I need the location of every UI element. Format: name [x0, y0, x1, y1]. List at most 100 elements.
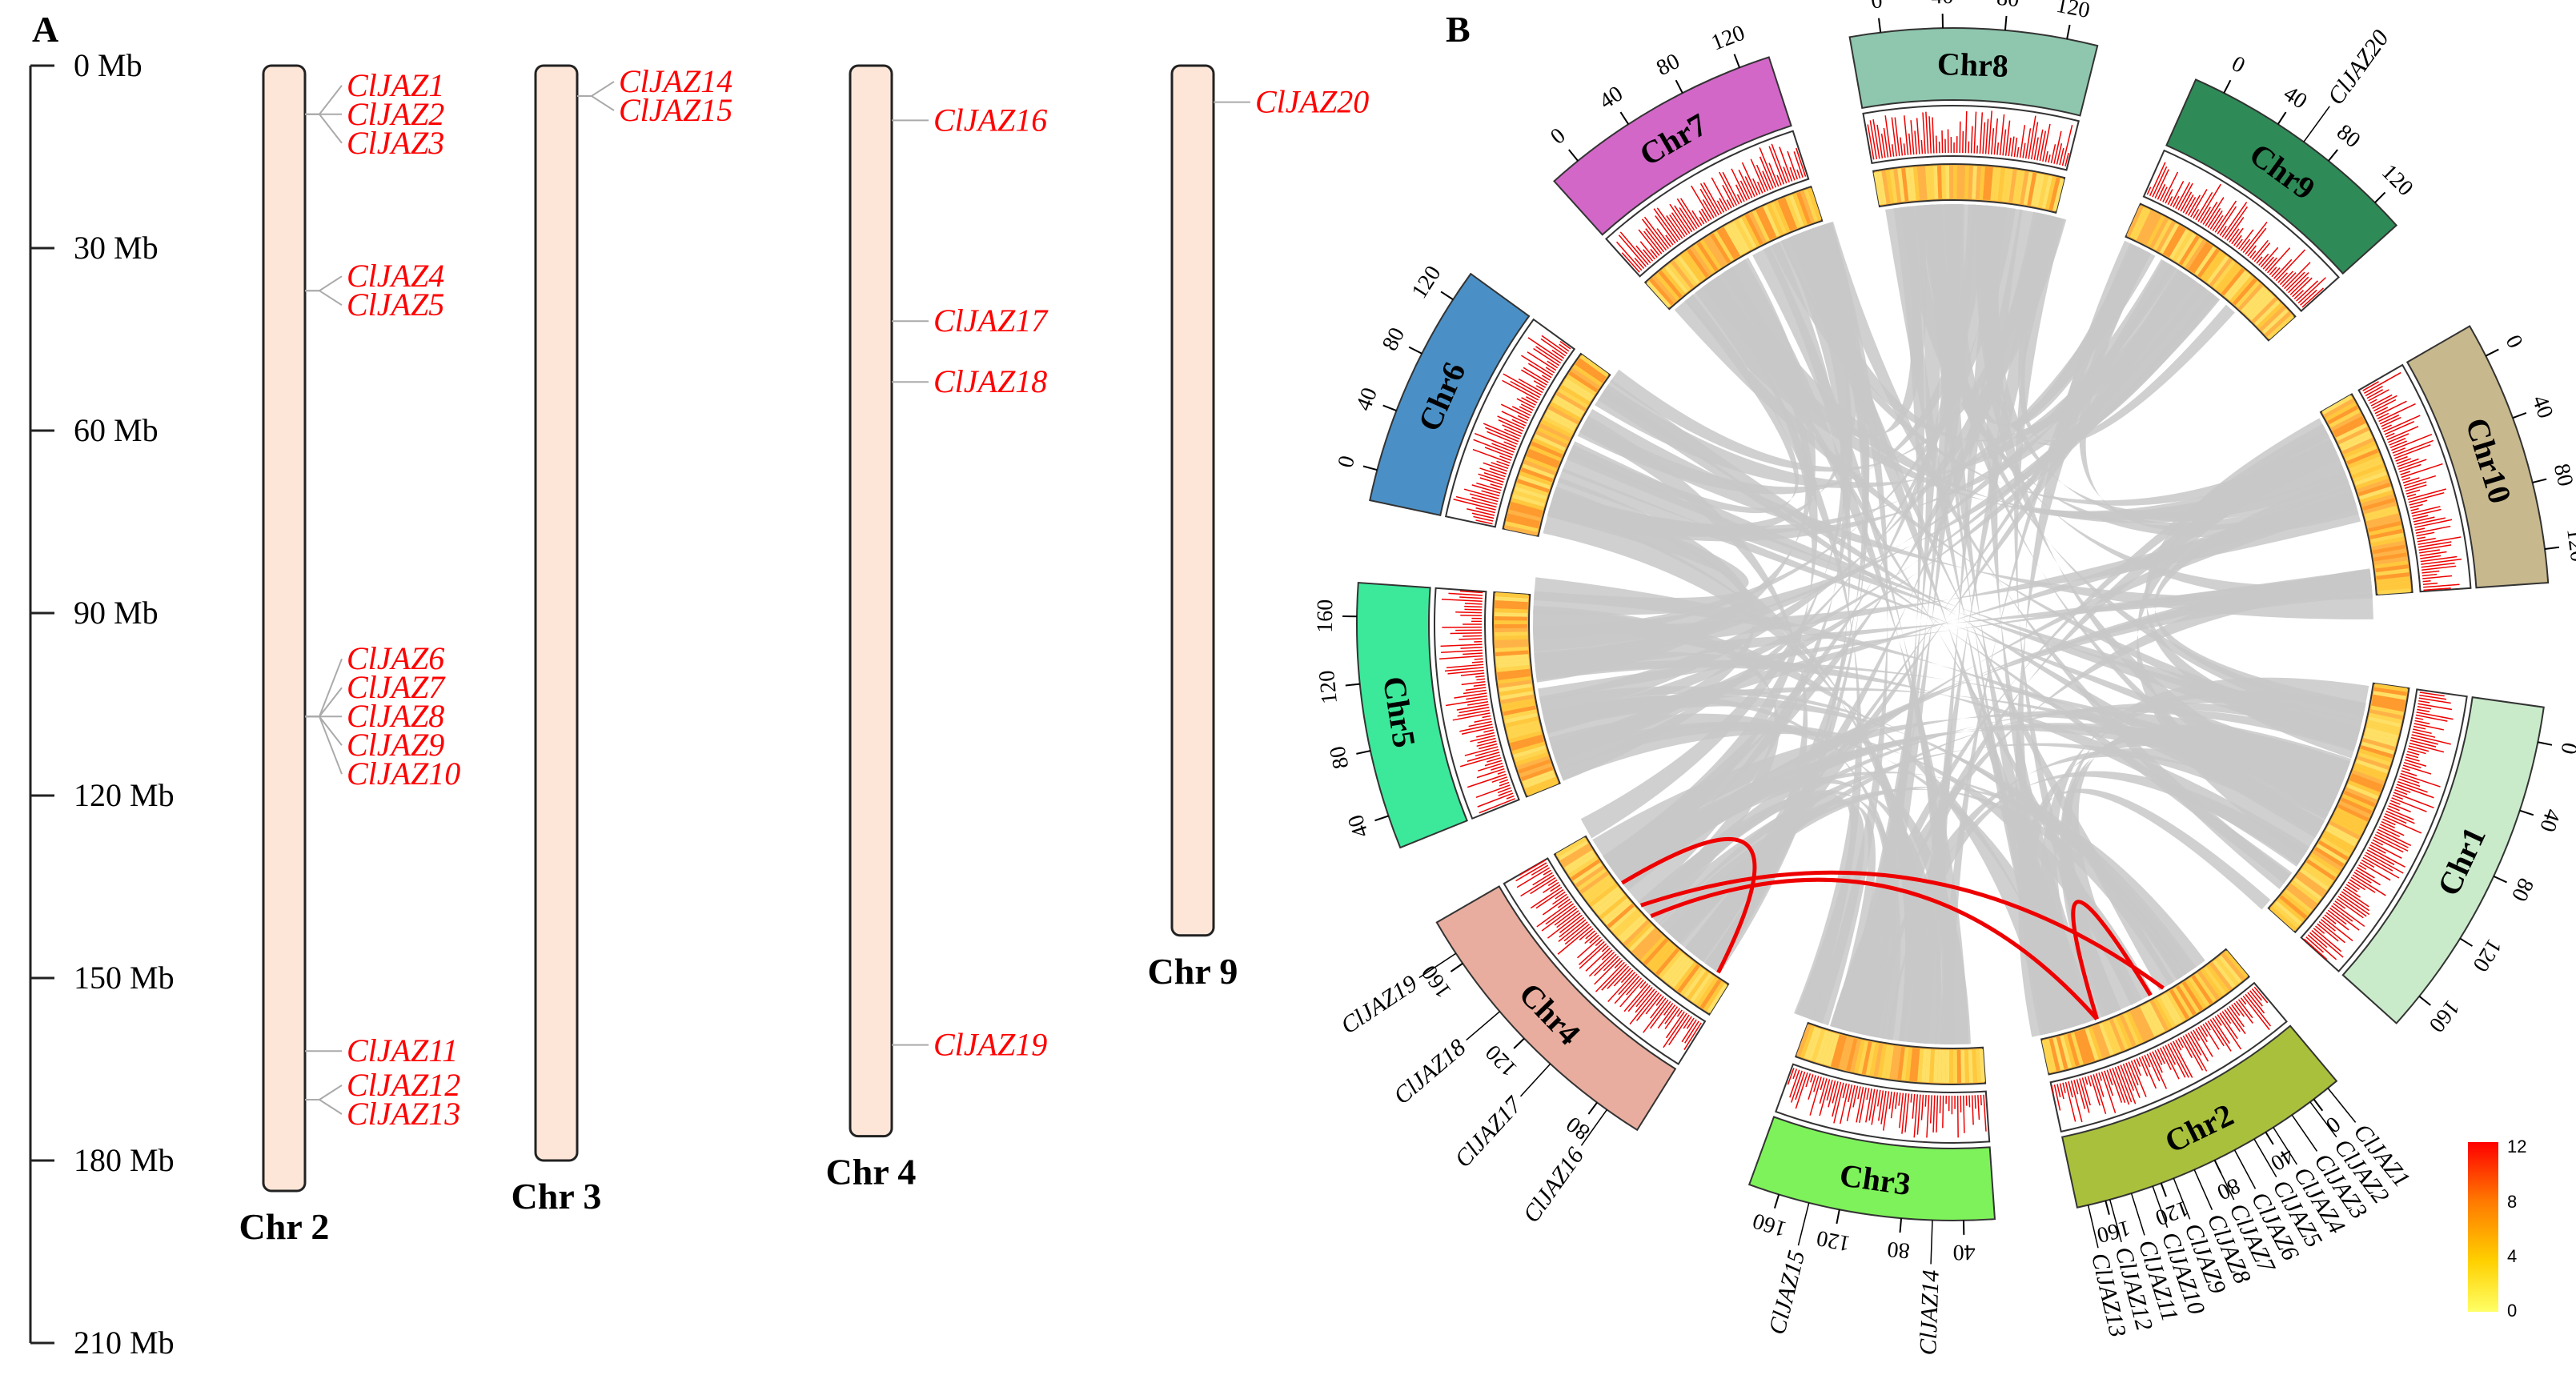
heatmap-cell — [1925, 166, 1932, 199]
heatmap-cell — [2023, 171, 2033, 206]
heatmap-cell — [2126, 205, 2144, 237]
density-line — [1472, 448, 1511, 464]
density-line — [1527, 363, 1552, 379]
heatmap-cell — [2354, 471, 2387, 486]
gene-connector — [577, 95, 615, 111]
density-line — [1668, 1014, 1690, 1046]
density-line — [2377, 412, 2389, 419]
density-line — [2293, 290, 2305, 299]
ring-tick — [1773, 1194, 1780, 1209]
density-line — [2190, 189, 2208, 218]
density-line — [2221, 1011, 2232, 1024]
density-line — [2373, 399, 2397, 412]
heatmap-cell — [1941, 1049, 1946, 1083]
heatmap-cell — [1505, 716, 1539, 728]
ring-tick-label: 120 — [2054, 0, 2092, 23]
heatmap-cell — [2215, 957, 2239, 986]
density-line — [1792, 1068, 1798, 1080]
heatmap-cell — [1905, 167, 1913, 201]
heatmap-cell — [2295, 874, 2325, 897]
density-line — [2418, 544, 2452, 551]
density-line — [2133, 1059, 2141, 1076]
heatmap-cell — [1620, 917, 1647, 944]
heatmap-cell — [1661, 267, 1686, 296]
heatmap-cell — [1850, 1039, 1861, 1072]
density-line — [1979, 112, 1984, 154]
density-line — [1454, 692, 1487, 699]
ring-tick — [1568, 149, 1579, 162]
heatmap-cell — [1626, 922, 1652, 949]
heatmap-cell — [2339, 430, 2371, 448]
heatmap-cell — [1781, 197, 1798, 230]
heatmap-cell — [2181, 981, 2204, 1012]
density-line — [2336, 898, 2364, 919]
gene-connector — [305, 1099, 343, 1115]
heatmap-cell — [2364, 505, 2397, 518]
density-line — [2064, 1081, 2076, 1122]
circos-gene-label: ClJAZ18 — [1389, 1034, 1471, 1109]
heatmap-cell — [1495, 627, 1528, 633]
density-line — [1932, 1095, 1936, 1132]
density-line — [2173, 195, 2180, 208]
density-line — [2079, 1078, 2090, 1113]
density-line — [1464, 608, 1483, 611]
density-line — [1983, 1094, 1987, 1132]
density-line — [2381, 424, 2392, 430]
ring-tick — [2418, 996, 2431, 1006]
circos-chromosome-rings: Chr104080120160Chr204080120160Chr3408012… — [1313, 0, 2576, 1265]
density-line — [1683, 1016, 1692, 1029]
ring-tick — [2538, 741, 2553, 746]
heatmap-cell — [2367, 517, 2401, 529]
heatmap-cell — [2346, 784, 2379, 800]
density-line — [2417, 706, 2432, 710]
density-line — [2285, 271, 2305, 291]
density-line — [2237, 999, 2253, 1019]
density-line — [1594, 953, 1617, 976]
density-line — [1925, 111, 1929, 154]
heatmap-cell — [1796, 1024, 1812, 1057]
density-line — [2209, 1019, 2232, 1052]
density-line — [1501, 411, 1527, 424]
density-line — [1455, 611, 1483, 614]
density-line — [2359, 861, 2391, 881]
heatmap-cell — [2375, 564, 2409, 573]
gene-label: ClJAZ15 — [619, 92, 732, 128]
density-line — [2053, 130, 2062, 164]
heatmap-cell — [1964, 1049, 1969, 1083]
density-line — [1928, 116, 1932, 154]
density-line — [1550, 884, 1561, 892]
heatmap-cell — [1687, 248, 1709, 278]
density-line — [1476, 768, 1505, 779]
density-line — [2418, 700, 2430, 704]
heatmap-cell — [2020, 171, 2029, 205]
density-line — [2036, 129, 2044, 161]
density-line — [1459, 724, 1493, 732]
density-line — [2415, 717, 2424, 720]
heatmap-cell — [1921, 1048, 1928, 1082]
heatmap-cell — [1699, 239, 1722, 270]
heatmap-cell — [2156, 996, 2176, 1028]
ring-tick — [2105, 1201, 2110, 1215]
density-line — [2011, 136, 2015, 157]
density-line — [1559, 914, 1583, 934]
density-line — [1664, 1006, 1679, 1024]
density-line — [1876, 1089, 1881, 1107]
axis-tick-label: 210 Mb — [74, 1325, 175, 1361]
ring-tick-label: 0 — [1546, 123, 1570, 150]
heatmap-cell — [1500, 694, 1535, 704]
heatmap-cell — [1534, 434, 1566, 451]
panel-b-circos-plot: B Chr104080120160Chr204080120160Chr34080… — [1313, 0, 2576, 1356]
heatmap-cell — [1975, 1049, 1981, 1083]
density-line — [2376, 831, 2409, 848]
chromosome-block — [1848, 27, 2099, 117]
gene-pointer — [2130, 1193, 2145, 1236]
density-line — [1699, 182, 1719, 216]
density-line — [1988, 110, 1992, 154]
density-line — [1991, 128, 1995, 154]
density-line — [1545, 367, 1555, 374]
heatmap-cell — [1511, 738, 1544, 751]
gene-pointer — [2273, 1127, 2298, 1165]
heatmap-cell — [2229, 275, 2254, 303]
